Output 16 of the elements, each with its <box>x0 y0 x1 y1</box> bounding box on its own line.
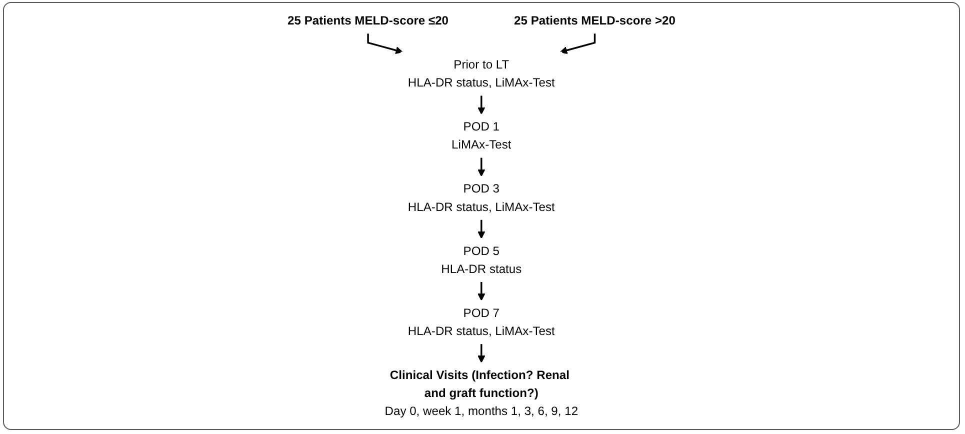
arrow <box>478 157 486 177</box>
figure-frame: 25 Patients MELD-score ≤20 25 Patients MELD-score >20 Prior to LT HLA-DR status, LiMAx-Test POD 1 LiMAx-Test POD 3 HLA-DR status, LiMAx-Test POD 5 HLA-DR status POD 7 HLA-DR status, LiMAx-Test Clinical Visits (Infection? Renal and graft function?) Day 0, week 1, months 1, 3, 6, 9, 12 <box>3 2 960 430</box>
node-text: POD 3 HLA-DR status, LiMAx-Test <box>408 182 555 214</box>
arrow <box>478 344 486 363</box>
arrow <box>478 282 486 301</box>
node-text: Clinical Visits (Infection? Renal and graft function?) Day 0, week 1, months 1, 3, 6, 9, 12 <box>384 368 578 418</box>
arrow <box>367 33 404 54</box>
node-text: 25 Patients MELD-score >20 <box>514 13 676 28</box>
node-text: 25 Patients MELD-score ≤20 <box>288 13 449 28</box>
node-text: Prior to LT HLA-DR status, LiMAx-Test <box>408 57 555 90</box>
arrow <box>560 33 596 54</box>
arrow <box>478 219 486 239</box>
node-text: POD 5 HLA-DR status <box>441 244 522 276</box>
node-text: POD 1 LiMAx-Test <box>452 119 512 152</box>
node-text: POD 7 HLA-DR status, LiMAx-Test <box>408 306 555 338</box>
arrow <box>478 95 486 115</box>
